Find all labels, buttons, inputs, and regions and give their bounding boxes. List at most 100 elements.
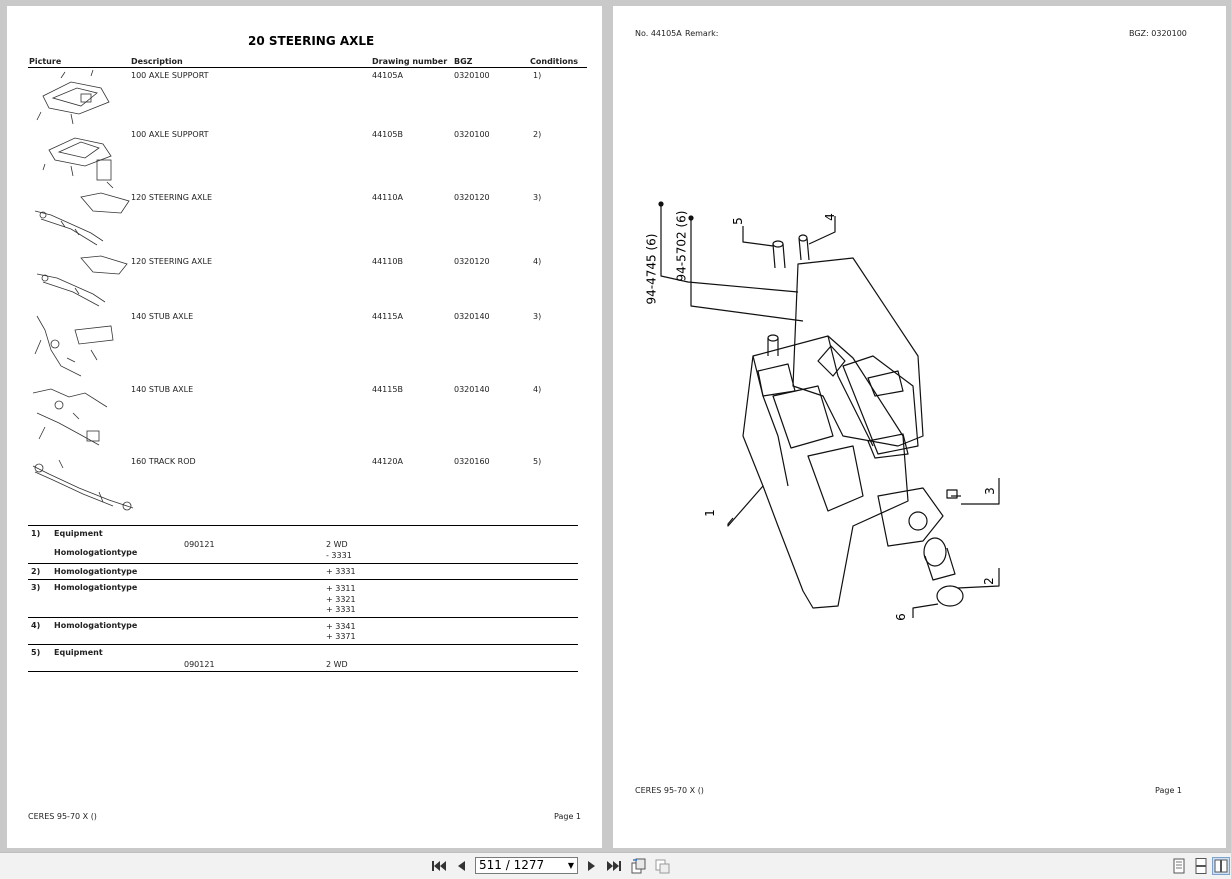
condition-label: Homologationtype <box>54 583 138 592</box>
two-page-view-icon[interactable] <box>1212 857 1230 875</box>
page-indicator: 511 / 1277 <box>479 858 545 872</box>
part-number-callout: 94-4745 (6) <box>644 233 659 305</box>
thumb-axle-support-a <box>31 68 116 130</box>
condition-value: 2 WD <box>326 540 348 549</box>
first-page-icon[interactable] <box>430 857 448 875</box>
row-bgz: 0320120 <box>454 257 490 266</box>
condition-label: Homologationtype <box>54 621 138 630</box>
left-page: 20 STEERING AXLE Picture Description Dra… <box>7 6 602 848</box>
condition-value: + 3311 <box>326 584 356 593</box>
bgz-label: BGZ: 0320100 <box>1129 29 1187 38</box>
row-bgz: 0320120 <box>454 193 490 202</box>
last-page-icon[interactable] <box>605 857 623 875</box>
condition-number: 5) <box>31 648 41 657</box>
footer-model: CERES 95-70 X () <box>28 812 97 821</box>
continuous-view-icon[interactable] <box>1192 857 1210 875</box>
callout-label: 3 <box>982 487 997 495</box>
condition-code: 090121 <box>184 540 215 549</box>
row-condition: 4) <box>533 385 542 394</box>
drawing-number-label: No. 44105A <box>635 29 682 38</box>
condition-value: - 3331 <box>326 551 352 560</box>
condition-value: + 3371 <box>326 632 356 641</box>
thumb-steering-axle-a <box>31 191 131 253</box>
condition-code: 090121 <box>184 660 215 669</box>
row-drawing-number[interactable]: 44105A <box>372 71 403 80</box>
condition-value: 2 WD <box>326 660 348 669</box>
prev-page-icon[interactable] <box>452 857 470 875</box>
row-drawing-number[interactable]: 44120A <box>372 457 403 466</box>
row-drawing-number[interactable]: 44105B <box>372 130 403 139</box>
col-header-picture: Picture <box>29 57 62 66</box>
right-page: No. 44105A Remark: BGZ: 0320100 <box>613 6 1226 848</box>
row-bgz: 0320160 <box>454 457 490 466</box>
row-description: 120 STEERING AXLE <box>131 257 212 266</box>
condition-label: Homologationtype <box>54 567 138 576</box>
condition-value: + 3331 <box>326 567 356 576</box>
col-header-conditions: Conditions <box>530 57 579 66</box>
row-bgz: 0320100 <box>454 130 490 139</box>
chevron-down-icon[interactable]: ▼ <box>567 861 574 870</box>
rotate-icon[interactable] <box>629 857 647 875</box>
row-bgz: 0320140 <box>454 385 490 394</box>
row-condition: 2) <box>533 130 542 139</box>
callout-label: 5 <box>730 217 745 225</box>
part-number-callout: 94-5702 (6) <box>674 210 689 282</box>
condition-value: + 3321 <box>326 595 356 604</box>
condition-label: Equipment <box>54 529 103 538</box>
callout-label: 4 <box>822 213 837 221</box>
col-header-drawing-number: Drawing number <box>372 57 448 66</box>
row-drawing-number[interactable]: 44115B <box>372 385 403 394</box>
row-bgz: 0320100 <box>454 71 490 80</box>
conditions-rule <box>28 617 578 618</box>
row-drawing-number[interactable]: 44115A <box>372 312 403 321</box>
next-page-icon[interactable] <box>583 857 601 875</box>
condition-number: 4) <box>31 621 41 630</box>
viewer-toolbar: 511 / 1277 ▼ <box>0 852 1231 879</box>
callout-label: 6 <box>893 613 908 621</box>
callout-label: 1 <box>702 509 717 517</box>
conditions-rule <box>28 579 578 580</box>
callout-label: 2 <box>981 577 996 585</box>
row-condition: 5) <box>533 457 542 466</box>
row-condition: 3) <box>533 193 542 202</box>
thumb-steering-axle-b <box>35 254 130 314</box>
footer-page: Page 1 <box>554 812 581 821</box>
row-drawing-number[interactable]: 44110B <box>372 257 403 266</box>
condition-number: 2) <box>31 567 41 576</box>
row-condition: 1) <box>533 71 542 80</box>
thumb-axle-support-b <box>41 126 131 194</box>
footer-model: CERES 95-70 X () <box>635 786 704 795</box>
col-header-description: Description <box>131 57 183 66</box>
thumb-track-rod <box>29 456 137 518</box>
row-bgz: 0320140 <box>454 312 490 321</box>
header-rule <box>28 67 587 68</box>
row-description: 140 STUB AXLE <box>131 312 194 321</box>
condition-label: Equipment <box>54 648 103 657</box>
single-page-view-icon[interactable] <box>1170 857 1188 875</box>
row-description: 140 STUB AXLE <box>131 385 194 394</box>
condition-value: + 3341 <box>326 622 356 631</box>
page-number-input[interactable]: 511 / 1277 ▼ <box>475 857 578 874</box>
row-drawing-number[interactable]: 44110A <box>372 193 403 202</box>
section-title: 20 STEERING AXLE <box>248 34 375 48</box>
col-header-bgz: BGZ <box>454 57 473 66</box>
condition-number: 1) <box>31 529 41 538</box>
row-description: 100 AXLE SUPPORT <box>131 130 209 139</box>
row-description: 120 STEERING AXLE <box>131 193 212 202</box>
row-condition: 3) <box>533 312 542 321</box>
thumb-stub-axle-a <box>31 310 119 384</box>
axle-support-exploded-drawing <box>658 201 1000 618</box>
conditions-rule <box>28 644 578 645</box>
footer-page: Page 1 <box>1155 786 1182 795</box>
row-description: 100 AXLE SUPPORT <box>131 71 209 80</box>
extract-icon[interactable] <box>653 857 671 875</box>
conditions-rule <box>28 563 578 564</box>
thumb-stub-axle-b <box>29 383 119 457</box>
condition-label: Homologationtype <box>54 548 138 557</box>
conditions-rule <box>28 671 578 672</box>
condition-number: 3) <box>31 583 41 592</box>
row-description: 160 TRACK ROD <box>131 457 196 466</box>
row-condition: 4) <box>533 257 542 266</box>
remark-label: Remark: <box>685 29 719 38</box>
conditions-rule <box>28 525 578 526</box>
